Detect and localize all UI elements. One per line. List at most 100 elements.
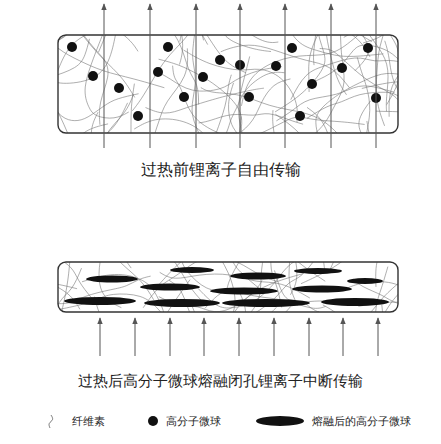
polymer-microsphere [337,63,347,73]
cellulose-fibers [58,262,398,312]
legend-text: 熔融后的高分子微球 [312,414,411,429]
legend-swatch [46,412,66,430]
melted-microsphere [222,299,310,307]
polymer-microsphere [67,42,77,52]
melted-microsphere [170,267,214,273]
cellulose-fiber [85,35,129,118]
cellulose-fiber [285,35,383,56]
cellulose-fiber [309,45,398,100]
cellulose-fiber [58,35,135,97]
legend-swatch [254,412,306,430]
legend-item: 高分子微球 [146,412,221,430]
cellulose-fiber [385,41,398,133]
polymer-microsphere [179,92,189,102]
caption-text: 过热后高分子微球熔融闭孔锂离子中断传输 [0,372,441,391]
ion-arrow [204,318,205,356]
cellulose-fiber [381,35,398,105]
cellulose-fiber [58,95,162,133]
polymer-microsphere [295,111,305,121]
cellulose-fiber [274,35,317,65]
microsphere-sample [148,416,158,426]
fiber-sample [49,415,53,428]
melted-microsphere [86,276,138,283]
cellulose-fiber [307,92,398,119]
cellulose-fiber [58,268,77,289]
melted-microsphere [230,273,286,280]
cellulose-fiber [199,114,303,125]
legend-swatch [146,412,160,430]
ion-arrow [196,4,197,148]
ion-arrow [240,4,241,148]
cellulose-fiber [58,94,139,121]
cellulose-fiber [58,35,164,88]
cellulose-fiber [134,119,256,133]
cellulose-fiber [362,81,398,126]
cellulose-fiber [226,35,278,43]
ion-arrow [309,318,310,356]
cellulose-fiber [376,108,398,117]
melted-microsphere [347,278,383,284]
ion-arrow [343,318,344,356]
ion-arrow [376,4,377,148]
cellulose-fiber [275,35,327,112]
melted-microspheres [64,267,389,307]
legend-text: 高分子微球 [166,414,221,429]
cellulose-fiber [132,35,209,111]
ion-arrow [285,4,286,148]
cellulose-fiber [192,35,207,133]
cellulose-fiber [58,35,148,41]
cellulose-fiber [58,35,138,90]
cellulose-fiber [275,114,398,133]
ion-flow-arrows [104,4,376,148]
cellulose-fiber [155,67,282,91]
cellulose-fiber [354,279,398,312]
ion-arrow [100,318,101,356]
polymer-microsphere [287,43,297,53]
legend-text: 纤维素 [72,414,105,429]
cellulose-fiber [201,88,345,133]
cellulose-fiber [131,84,168,133]
cellulose-fiber [205,117,241,133]
cellulose-fiber [229,83,247,133]
ion-arrow [274,318,275,356]
melted-microsphere [210,288,278,295]
polymer-microsphere [215,55,225,65]
cellulose-fiber [147,48,187,133]
cellulose-fiber [179,306,291,312]
cellulose-fiber [64,35,108,125]
cellulose-fiber [268,262,297,305]
ion-arrow [239,318,240,356]
melted-microsphere [292,286,352,293]
cellulose-fiber [376,262,398,287]
melted-sample [256,416,304,426]
polymer-microsphere [363,43,373,53]
blocked-ion-arrows [100,318,378,356]
legend-item: 纤维素 [46,412,105,430]
cellulose-fiber [367,121,397,133]
polymer-microsphere [163,42,173,52]
cellulose-fiber [323,305,371,312]
ion-arrow [378,318,379,356]
separator-after [58,262,398,312]
melted-microsphere [64,297,136,305]
cellulose-fiber [304,279,398,312]
cellulose-fiber [207,75,232,133]
melted-microsphere [294,268,342,274]
cellulose-fiber [241,35,374,106]
cellulose-fiber [58,262,70,312]
cellulose-fiber [348,282,398,312]
cellulose-fiber [58,35,116,83]
melted-microsphere [144,299,220,307]
polymer-microsphere [88,71,98,81]
polymer-microsphere [114,83,124,93]
ion-arrow [331,4,332,148]
cellulose-fiber [316,73,398,133]
melted-microsphere [321,298,389,306]
polymer-microsphere [307,79,317,89]
cellulose-fiber [180,35,268,42]
ion-arrow [150,4,151,148]
caption-text: 过热前锂离子自由传输 [0,160,441,181]
polymer-microsphere [153,67,163,77]
cellulose-fibers [58,35,398,133]
cellulose-fiber [376,35,388,126]
